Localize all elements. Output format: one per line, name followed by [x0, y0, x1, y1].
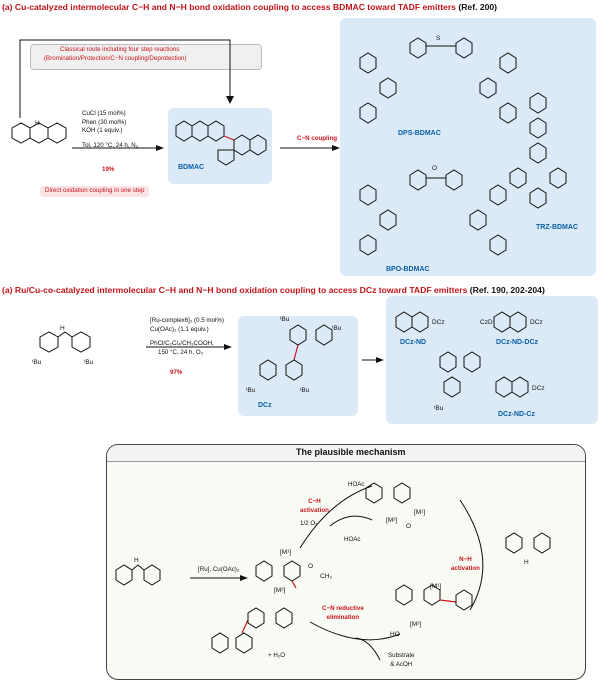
carbazole-right: H [505, 532, 551, 566]
cn-coupling-label: C−N coupling [297, 135, 338, 142]
svg-text:ᵗBu: ᵗBu [246, 387, 256, 394]
dcz-product-nd-cz: DCz-ND-Cz [498, 411, 535, 418]
svg-text:ᵗBu: ᵗBu [84, 359, 94, 366]
central-intermediate: [M¹] [M²] O CH₃ [255, 549, 332, 594]
bpo-bdmac-molecule: O [359, 165, 507, 256]
classical-route-line1: Classical route including four step reac… [60, 46, 180, 53]
dcz-products-panel [386, 296, 598, 424]
catalyst-label: [Ru], Cu(OAc)₂ [198, 566, 240, 573]
mechanism-title: The plausible mechanism [296, 447, 406, 457]
svg-text:ᵗBu: ᵗBu [280, 316, 290, 323]
cn-intermediate: [M²] [M¹] HO [390, 583, 473, 638]
dcz-nd-molecule: DCz [395, 311, 445, 333]
svg-text:CH₃: CH₃ [320, 573, 332, 580]
acridan-molecule: H [11, 120, 67, 144]
dcz-product-nd: DCz-ND [400, 339, 427, 346]
section-a-structures: H S O [11, 35, 567, 256]
section-b-header: (a) Ru/Cu-co-catalyzed intermolecular C−… [2, 285, 545, 295]
bdmac-label: BDMAC [178, 164, 205, 171]
svg-text:DCz: DCz [432, 319, 445, 326]
metallacycle-intermediate: [M²] [M¹] O [365, 482, 425, 530]
ch-activation-label: C−H activation [300, 498, 329, 514]
emitter-label-dps: DPS-BDMAC [398, 130, 441, 137]
svg-text:O: O [308, 563, 313, 570]
hoac-top: HOAc [348, 481, 365, 488]
svg-text:[M²]: [M²] [410, 621, 421, 628]
svg-text:DCz: DCz [530, 319, 543, 326]
svg-text:CzD: CzD [480, 319, 493, 326]
emitters-panel [340, 18, 596, 276]
svg-text:[M²]: [M²] [386, 517, 397, 524]
svg-text:[M¹]: [M¹] [280, 549, 291, 556]
mechanism-title-bar [107, 445, 585, 462]
svg-text:O: O [406, 523, 411, 530]
carbazole-molecule: H [115, 557, 161, 586]
cycle-arrow-top [299, 485, 373, 549]
classical-route-box [30, 44, 262, 70]
trz-bdmac-molecule [509, 92, 567, 209]
svg-text:DCz: DCz [532, 385, 545, 392]
dps-bdmac-molecule: S [359, 35, 517, 124]
cu-conditions: CuCl (15 mol%) Phen (30 mol%) KOH (1 equ… [82, 110, 139, 149]
substrate-arrow [355, 637, 381, 661]
ru-conditions: [Ru-complex6]₂ (0.5 mol%) Cu(OAc)₂ (1.1 … [150, 317, 224, 356]
section-a-header: (a) Cu-catalyzed intermolecular C−H and … [2, 2, 498, 12]
mechanism-box [106, 444, 586, 680]
cn-elimination-label: C−N reductive elimination [322, 605, 364, 621]
h2o-label: + H₂O [268, 652, 286, 659]
svg-text:[M¹]: [M¹] [430, 583, 441, 590]
svg-text:HO: HO [390, 631, 400, 638]
svg-text:ᵗBu: ᵗBu [300, 387, 310, 394]
bdmac-panel [168, 108, 272, 184]
bdmac-molecule [175, 120, 267, 166]
svg-text:H: H [60, 325, 65, 332]
cu-yield: 19% [102, 166, 115, 173]
dcz-product-molecule [211, 607, 293, 654]
nh-activation-label: N−H activation [451, 556, 480, 572]
dcz-panel [238, 316, 358, 416]
classical-route-line [19, 39, 231, 118]
svg-text:ᵗBu: ᵗBu [332, 325, 342, 332]
svg-text:[M²]: [M²] [274, 587, 285, 594]
svg-text:ᵗBu: ᵗBu [32, 359, 42, 366]
dcz-molecule: ᵗBu ᵗBu ᵗBu ᵗBu [246, 316, 342, 394]
classical-route-line2: (Bromination/Protection/C−N coupling/Dep… [44, 55, 187, 62]
cycle-arrow-bottom [309, 621, 401, 641]
svg-text:ᵗBu: ᵗBu [434, 405, 444, 412]
substrate-label: Substrate & AcOH [388, 652, 415, 668]
svg-text:S: S [436, 35, 441, 42]
ru-yield: 97% [170, 369, 183, 376]
emitter-label-bpo: BPO-BDMAC [386, 266, 430, 273]
svg-text:H: H [134, 557, 139, 564]
hoac-mid: HOAc [344, 536, 361, 543]
svg-text:O: O [432, 165, 437, 172]
o2-label: 1/2 O₂ [300, 520, 318, 527]
cycle-arrow-right [459, 499, 484, 611]
tbu-carbazole-molecule: H ᵗBu ᵗBu [32, 325, 94, 366]
dcz-product-nd-dcz: DCz-ND-DCz [496, 339, 538, 346]
emitter-label-trz: TRZ-BDMAC [536, 224, 578, 231]
o2-arrow [329, 515, 373, 527]
svg-text:H: H [524, 559, 529, 566]
dcz-nd-cz-molecule: DCz ᵗBu [434, 351, 545, 412]
acridan-nh: H [35, 120, 40, 127]
svg-text:[M¹]: [M¹] [414, 509, 425, 516]
direct-route-label: Direct oxidation coupling in one step [40, 186, 150, 197]
dcz-label: DCz [258, 402, 272, 409]
section-b-structures: H ᵗBu ᵗBu ᵗBu ᵗBu ᵗBu ᵗBu DCz CzD DCz DC… [32, 311, 545, 412]
dcz-nd-dcz-molecule: CzD DCz [480, 311, 543, 333]
